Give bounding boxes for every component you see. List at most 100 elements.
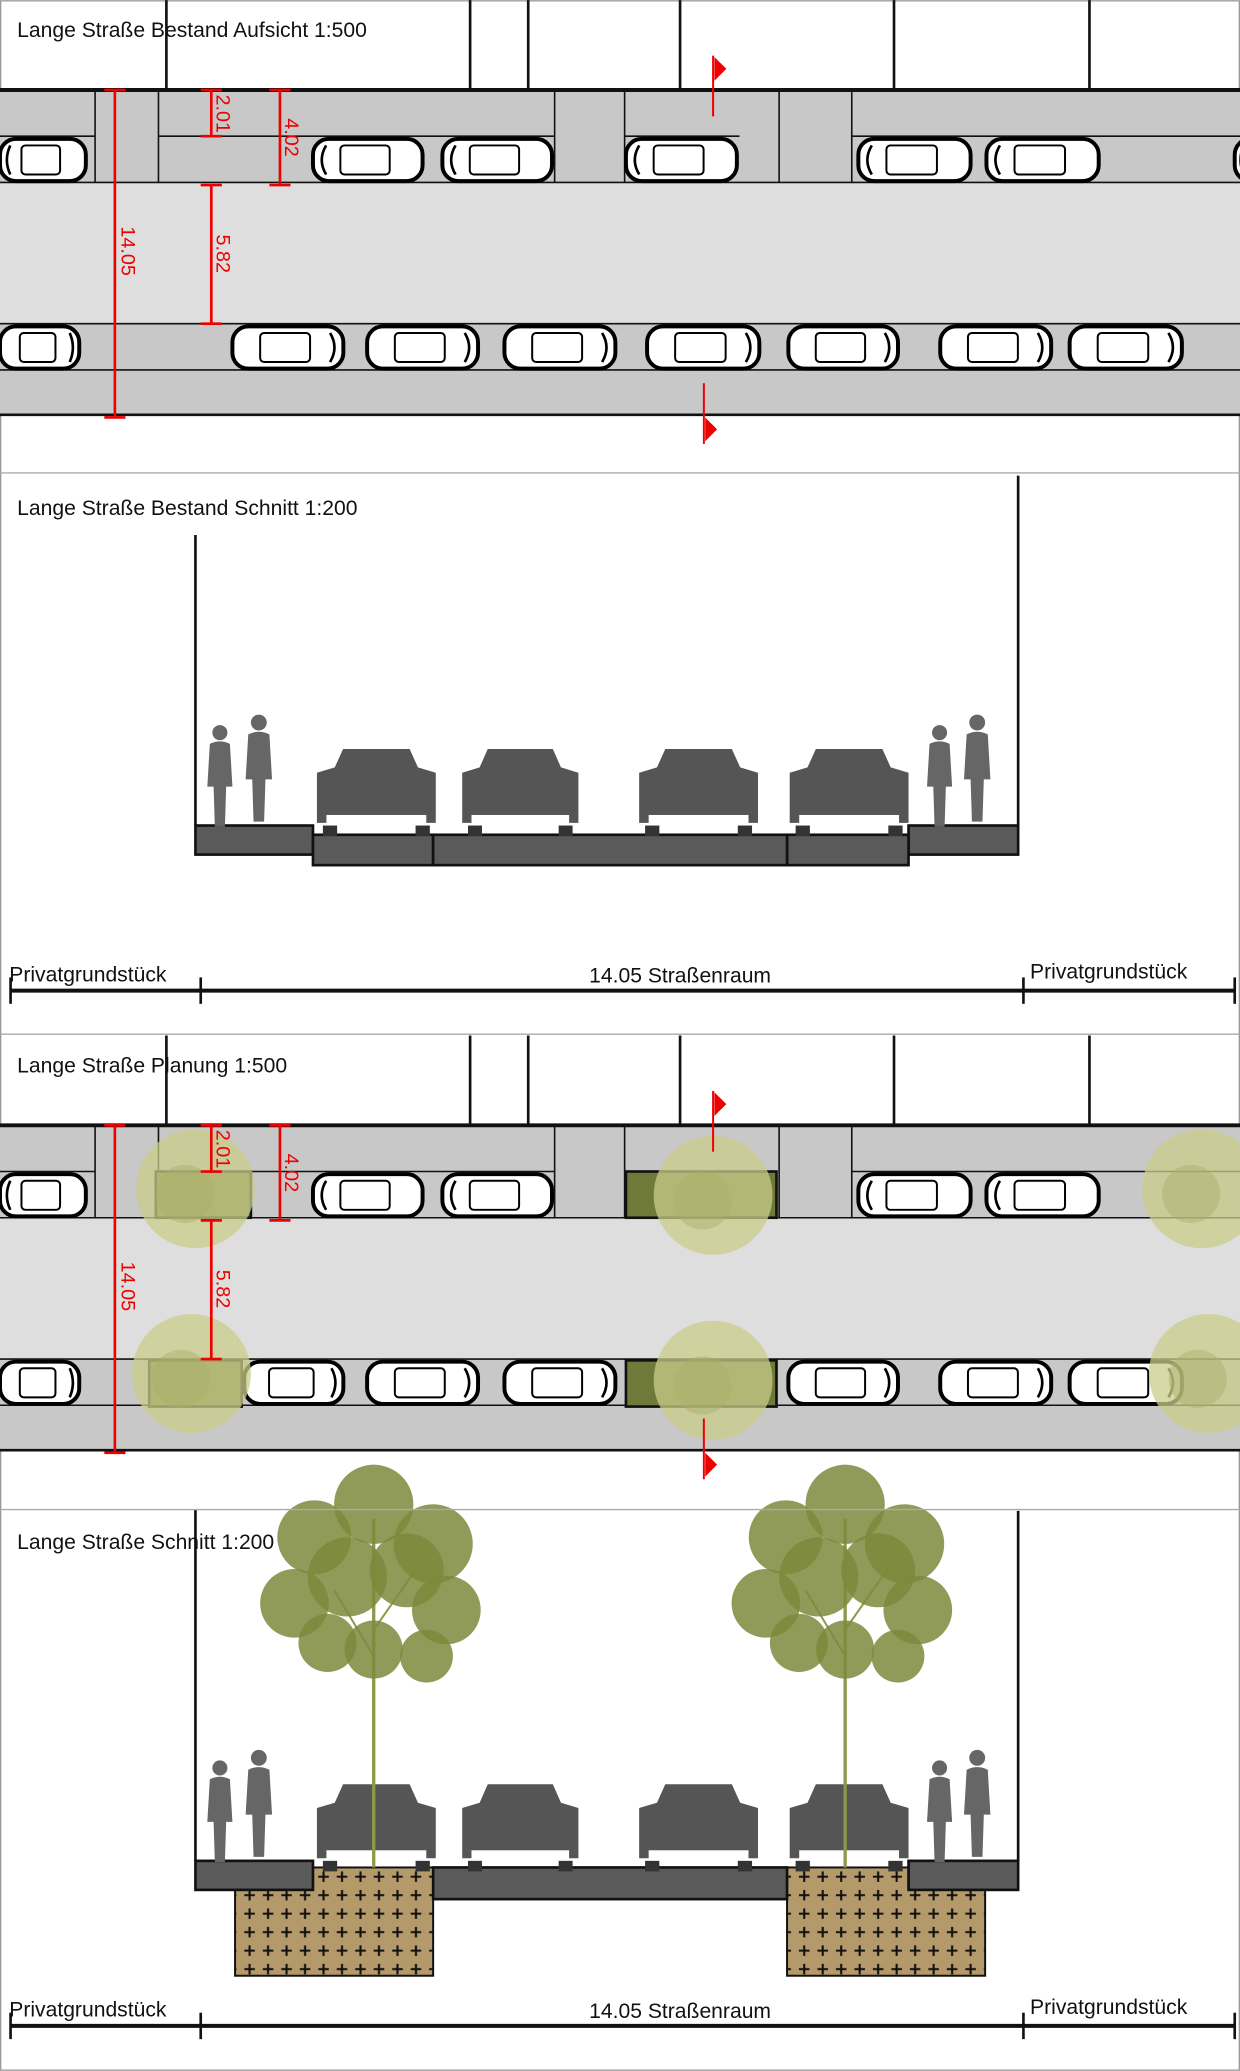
car-roof [674,331,727,364]
tree-elevation-icon [731,1464,953,1868]
body [245,1767,273,1857]
car-windshield [463,1367,471,1399]
car-windshield [1036,332,1044,363]
tree-crown-icon [136,1129,255,1249]
tree-canopy [816,1620,875,1679]
car-top-view [1067,324,1184,371]
car-wheel [888,825,903,837]
car-wheel [415,825,430,837]
sidewalk-slab [907,824,1020,856]
pedestrian-icon [207,725,233,827]
section-planned [9,1464,1237,2040]
tree-crown-icon [653,1135,773,1255]
tree-canopy [334,1464,414,1544]
car-front-view [639,1784,758,1872]
car-windshield [449,1180,457,1211]
car-wheel [795,1860,810,1872]
tree-crown-shade [151,1349,210,1408]
car-wheel [468,1860,482,1872]
car-body [639,1784,758,1859]
car-front-view [789,1784,909,1872]
car-bumper [648,814,749,829]
body [927,1776,953,1863]
pedestrian-icon [927,1760,953,1863]
car-roof [1013,144,1067,176]
car-front-view [789,748,909,837]
body [964,731,991,822]
body [207,1776,233,1863]
car-top-view [440,1172,554,1219]
car-wheel [737,1860,753,1872]
body [927,741,953,827]
car-roof [20,1179,62,1211]
car-roof [1013,1179,1067,1211]
label-private-right: Privatgrundstück [1030,1996,1188,2019]
tree-crown-icon [132,1314,251,1433]
tree-crown-icon [1148,1314,1240,1433]
car-top-view [0,1359,82,1406]
pedestrian-icon [207,1760,233,1863]
car-wheel [645,825,660,837]
tree-canopy [779,1537,859,1617]
sidewalk-slab [194,1859,315,1892]
car-windshield [600,332,608,363]
car-windshield [633,144,641,176]
car-top-view [856,136,973,184]
car-roof [885,144,938,176]
car-windshield [320,1180,328,1211]
panel-title: Lange Straße Planung 1:500 [17,1054,287,1077]
car-windshield [5,144,12,176]
car-wheel [322,825,338,837]
roadway-slab [431,833,789,867]
car-roof [1096,1367,1150,1399]
tree-crown-shade [673,1356,732,1415]
car-windshield [994,1180,1002,1211]
parking-slab [311,833,435,867]
car-top-view [938,324,1054,371]
car-roof [339,144,391,176]
car-roof [339,1179,391,1211]
car-top-view [310,136,425,184]
tree-canopy [841,1533,916,1608]
head [250,1749,267,1766]
car-top-view [502,324,618,371]
tree-crown-icon [1142,1129,1240,1249]
car-windshield [994,144,1002,176]
car-top-view [984,1172,1101,1219]
car-bumper [799,814,900,829]
car-windshield [883,332,891,363]
car-top-view [0,1172,88,1219]
car-top-view [440,136,554,184]
car-windshield [68,332,75,363]
dimension-sidewalk-parking: 4.02 [280,1154,302,1193]
car-top-view [310,1172,425,1219]
dimension-total: 14.05 [116,1262,138,1312]
car-top-view [856,1172,973,1219]
car-top-view [230,324,346,371]
car-roof [393,1367,446,1399]
tree-crown-shade [155,1164,214,1224]
section-flag-icon [714,1092,727,1117]
car-roof [268,1367,315,1399]
car-windshield [330,1367,337,1398]
car-roof [652,144,705,176]
car-bumper [799,1850,900,1864]
body [245,731,273,822]
section-flag-icon [714,56,727,81]
car-roof [20,144,62,176]
car-bumper [471,1850,570,1864]
tree-canopy [307,1537,387,1617]
car-top-view [365,324,481,371]
tree-crown-shade [1168,1349,1227,1408]
section-flag-icon [705,417,718,442]
panel-title: Lange Straße Schnitt 1:200 [17,1531,274,1554]
car-wheel [322,1860,338,1872]
car-windshield [463,332,471,363]
dimension-sidewalk: 2.01 [212,1130,234,1169]
head [969,714,986,731]
car-body [789,1784,909,1859]
car-roof [259,331,312,364]
pedestrian-icon [964,1749,991,1857]
car-windshield [866,1180,873,1211]
